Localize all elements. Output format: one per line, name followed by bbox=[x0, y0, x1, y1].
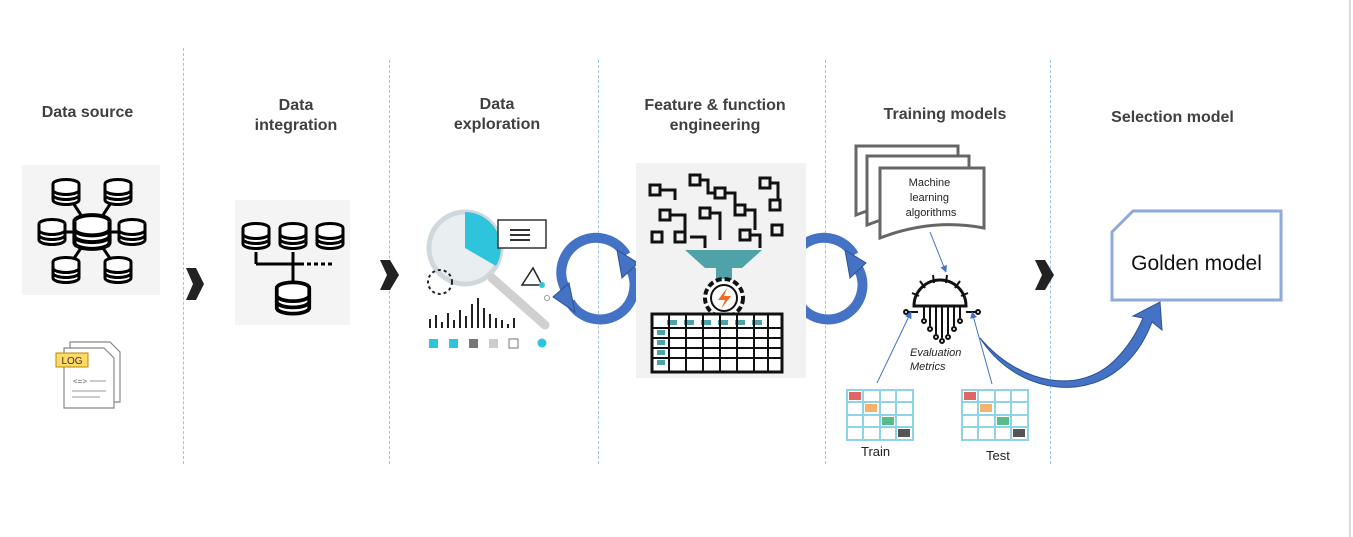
test-label: Test bbox=[986, 448, 1010, 463]
test-to-eval-arrow bbox=[970, 311, 993, 385]
divider-3 bbox=[598, 60, 599, 464]
log-file-icon: LOG <=> bbox=[55, 341, 121, 409]
algorithms-note: Machine learning algorithms bbox=[906, 177, 957, 219]
data-integration-icon bbox=[235, 200, 350, 325]
stage-title-selection-model: Selection model bbox=[1111, 109, 1234, 126]
test-grid-icon bbox=[961, 389, 1029, 441]
page-edge bbox=[1349, 0, 1351, 537]
chevron-arrow-icon-3 bbox=[1035, 260, 1054, 290]
stage-title-feature-engineering: Feature & function engineering bbox=[644, 97, 786, 134]
log-badge: LOG bbox=[61, 356, 82, 367]
algorithms-note-line-2: learning bbox=[910, 192, 949, 204]
stage-title-data-source: Data source bbox=[41, 104, 134, 121]
data-exploration-icon bbox=[426, 209, 550, 349]
algorithms-note-line-3: algorithms bbox=[906, 207, 957, 219]
algorithm-documents-icon bbox=[854, 144, 986, 241]
algorithms-to-eval-arrow bbox=[929, 231, 947, 273]
train-to-eval-arrow bbox=[876, 311, 912, 384]
evaluation-metrics-label: Evaluation Metrics bbox=[910, 347, 964, 373]
chevron-arrow-icon-2 bbox=[380, 260, 399, 290]
train-label: Train bbox=[861, 444, 891, 459]
stage-title-data-integration: Data integration bbox=[254, 97, 338, 134]
train-grid-icon bbox=[846, 389, 914, 441]
log-code: <=> bbox=[73, 377, 87, 386]
stage-title-training-models: Training models bbox=[883, 106, 1007, 123]
divider-4 bbox=[825, 60, 826, 464]
feature-engineering-icon bbox=[636, 163, 806, 378]
database-network-icon bbox=[22, 165, 160, 295]
golden-model-box bbox=[1110, 209, 1283, 302]
ai-brain-gear-icon bbox=[903, 274, 981, 344]
cycle-arrows-icon-1 bbox=[552, 232, 640, 325]
divider-1 bbox=[183, 48, 184, 464]
algorithms-note-line-1: Machine bbox=[909, 177, 951, 189]
divider-5 bbox=[1050, 60, 1051, 464]
to-golden-model-arrow bbox=[979, 301, 1163, 388]
golden-model-label: Golden model bbox=[1131, 252, 1262, 275]
stage-title-data-exploration: Data exploration bbox=[453, 96, 541, 133]
chevron-arrow-icon-1 bbox=[186, 268, 204, 300]
